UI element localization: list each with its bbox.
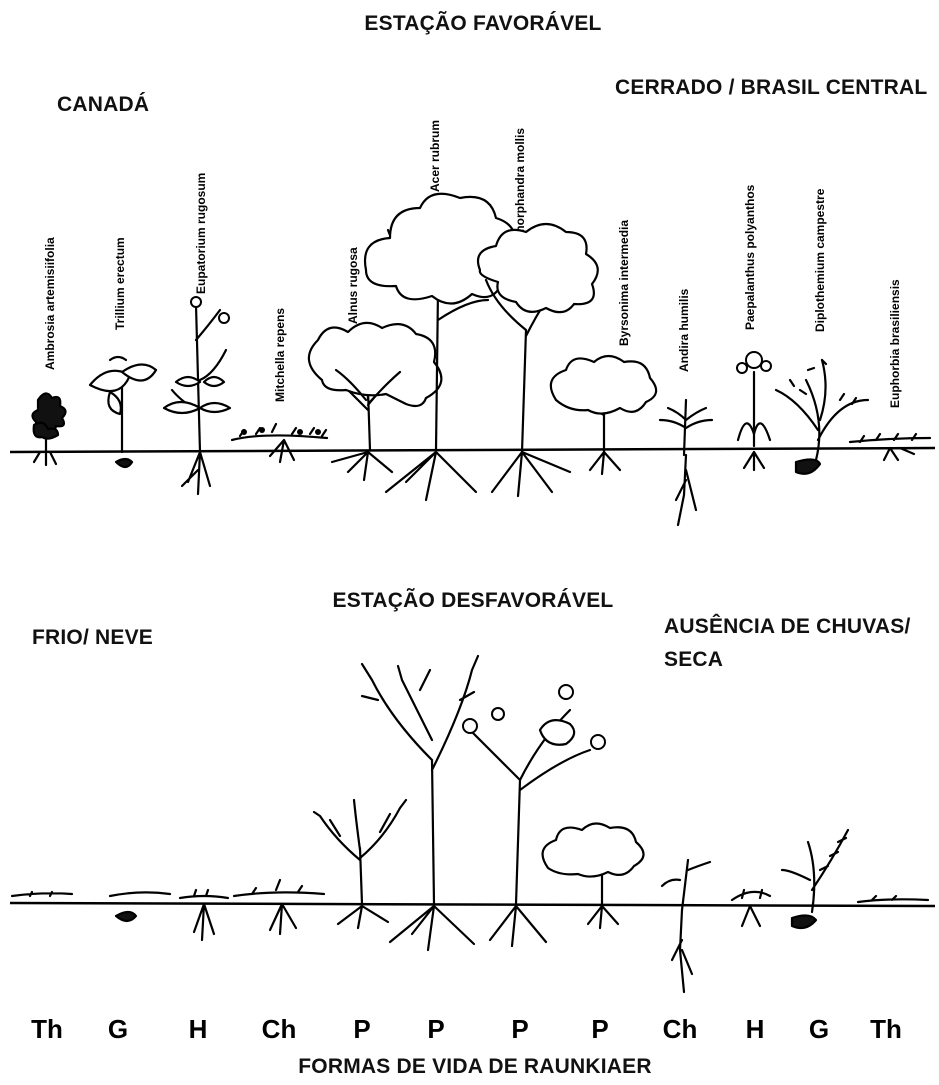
life-form-code-3: H — [189, 1014, 208, 1045]
plant-ch-unfavorable-left — [234, 880, 324, 934]
life-form-code-2: G — [108, 1014, 128, 1045]
plant-eupatorium-favorable — [164, 297, 230, 494]
plant-andira-unfavorable — [662, 860, 710, 992]
plant-dimorphandra-unfavorable — [463, 685, 605, 946]
plant-alnus-favorable — [309, 323, 441, 480]
plant-byrsonima-favorable — [551, 356, 656, 474]
life-form-code-6: P — [427, 1014, 444, 1045]
plant-g-unfavorable-left — [110, 892, 170, 921]
life-form-code-5: P — [353, 1014, 370, 1045]
plant-paepalanthus-favorable — [737, 352, 771, 470]
ground-line-favorable — [10, 448, 935, 452]
life-form-code-8: P — [591, 1014, 608, 1045]
life-form-code-4: Ch — [262, 1014, 297, 1045]
plant-h-unfavorable-right — [732, 890, 770, 926]
plant-th-unfavorable-right — [858, 896, 928, 902]
life-form-code-7: P — [511, 1014, 528, 1045]
plant-th-unfavorable-left — [12, 892, 72, 896]
plant-alnus-unfavorable — [314, 800, 406, 928]
life-form-code-12: Th — [870, 1014, 902, 1045]
life-form-code-9: Ch — [663, 1014, 698, 1045]
plant-andira-favorable — [660, 400, 712, 525]
plant-byrsonima-unfavorable — [543, 823, 644, 928]
plant-acer-unfavorable — [362, 656, 478, 950]
plant-ambrosia-favorable — [32, 393, 65, 465]
plant-diplothemium-favorable — [776, 360, 868, 474]
life-form-code-1: Th — [31, 1014, 63, 1045]
ground-line-unfavorable — [10, 903, 935, 906]
plant-h-unfavorable-left — [180, 890, 228, 940]
plant-mitchella-favorable — [232, 424, 327, 462]
plant-diplothemium-unfavorable — [782, 830, 848, 928]
life-form-code-11: G — [809, 1014, 829, 1045]
life-form-code-10: H — [746, 1014, 765, 1045]
